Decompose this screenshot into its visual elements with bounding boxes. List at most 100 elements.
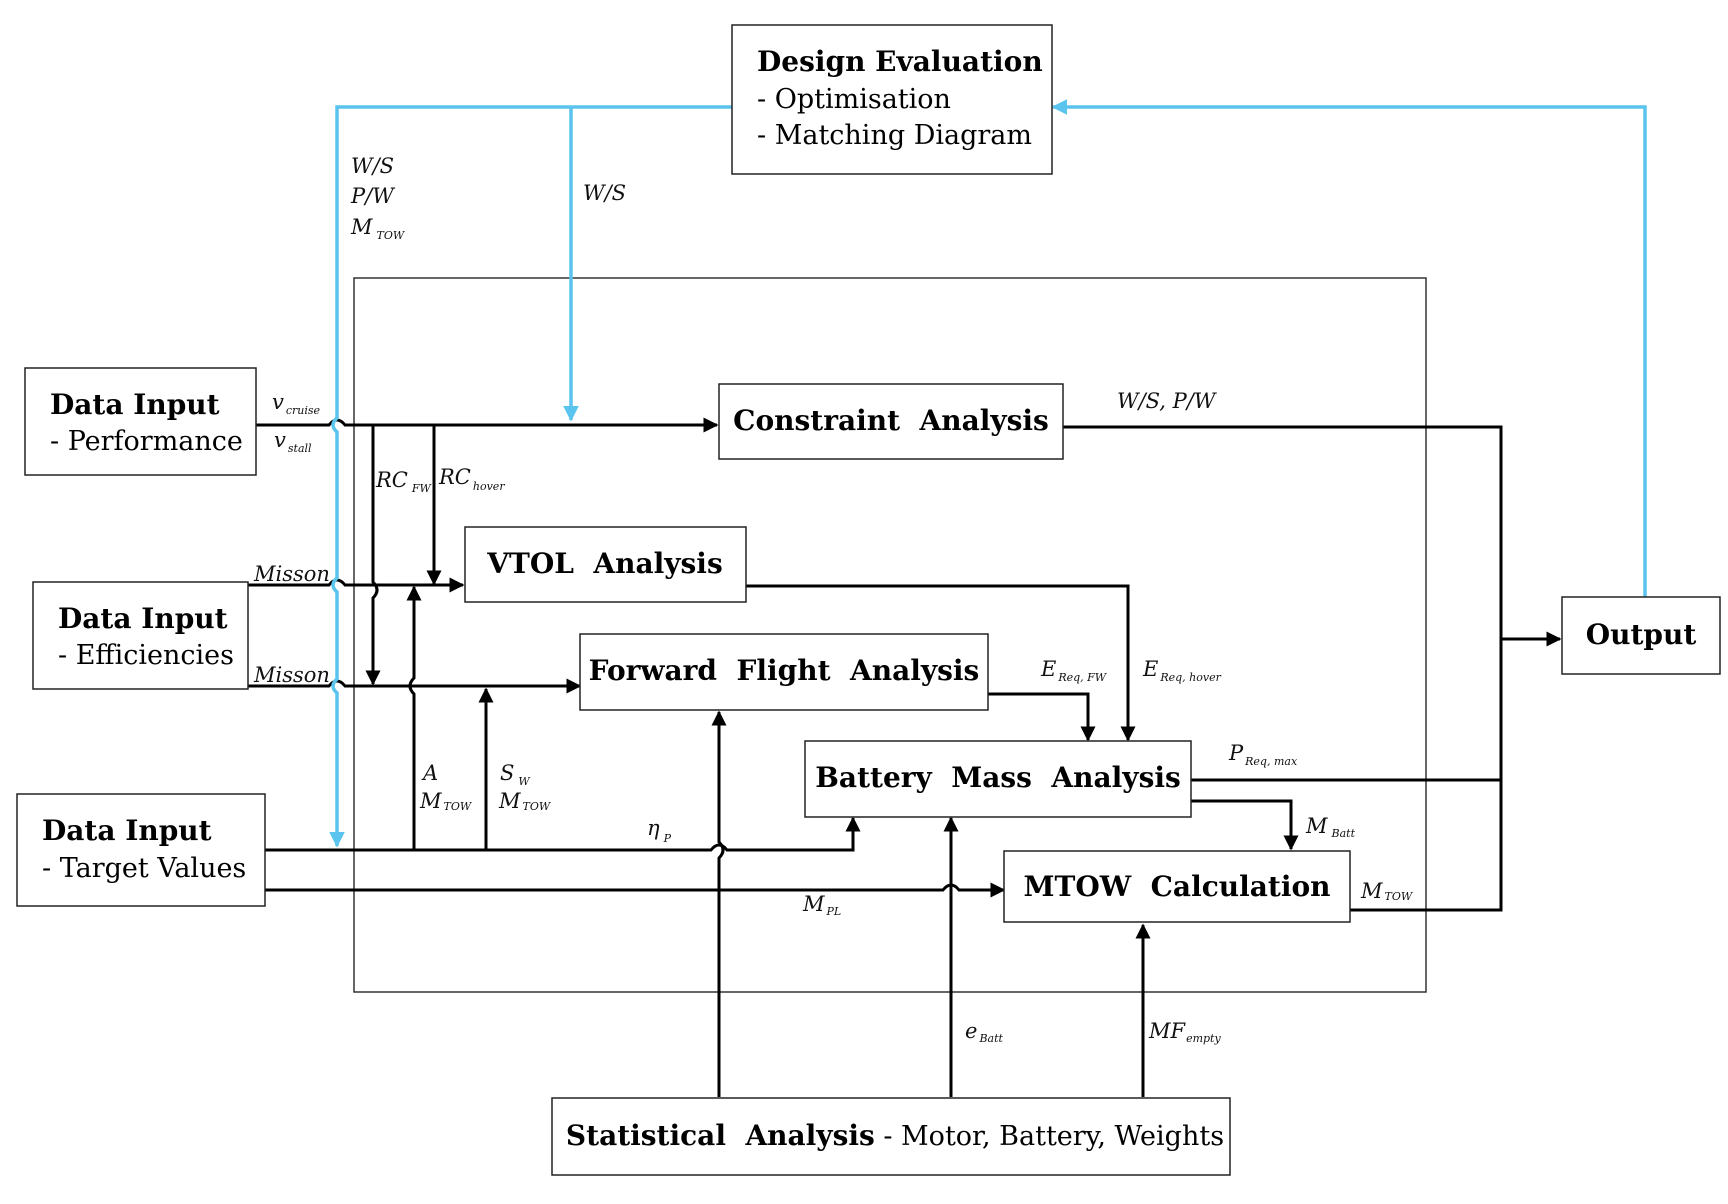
input-target-title: Data Input xyxy=(42,814,212,847)
label-s-m-sub: TOW xyxy=(523,800,552,813)
label-rc-fw-main: RC xyxy=(375,468,408,492)
vtol-analysis-block: VTOL Analysis xyxy=(464,526,747,603)
system-frame xyxy=(353,277,1427,993)
label-m-pl-sub: PL xyxy=(826,905,842,918)
statistical-text: Statistical Analysis - Motor, Battery, W… xyxy=(538,1119,1244,1152)
battery-title: Battery Mass Analysis xyxy=(815,761,1180,794)
label-a-m-main: M xyxy=(419,789,442,813)
statistical-analysis-block: Statistical Analysis - Motor, Battery, W… xyxy=(538,1097,1244,1176)
battery-mass-analysis-block: Battery Mass Analysis xyxy=(804,740,1192,818)
label-misson-2: Misson xyxy=(253,663,330,687)
label-fb-ws: W/S xyxy=(351,154,394,178)
connector-battery-mtow xyxy=(1191,799,1299,851)
label-v-cruise-sub: cruise xyxy=(286,404,321,417)
connector-perf-constraint xyxy=(256,417,719,433)
design-evaluation-block: Design Evaluation - Optimisation - Match… xyxy=(731,24,1053,175)
design-eval-title: Design Evaluation xyxy=(757,45,1043,78)
label-m-batt-sub: Batt xyxy=(1331,827,1356,840)
label-p-req-main: P xyxy=(1228,741,1244,765)
label-fb-ws2: W/S xyxy=(583,181,626,205)
label-e-hover-main: E xyxy=(1142,657,1158,681)
feedback-connectors xyxy=(329,99,1647,848)
label-rc-hover-sub: hover xyxy=(473,480,505,493)
input-eff-title: Data Input xyxy=(58,602,228,635)
label-eta-sub: P xyxy=(663,832,672,845)
label-s-sub: W xyxy=(518,775,531,788)
label-m-batt-main: M xyxy=(1305,814,1328,838)
statistical-title: Statistical Analysis xyxy=(566,1119,875,1152)
connector-vtol-battery xyxy=(746,584,1136,742)
label-p-req-sub: Req, max xyxy=(1244,755,1298,768)
forward-title: Forward Flight Analysis xyxy=(589,654,980,687)
constraint-analysis-block: Constraint Analysis xyxy=(718,383,1064,460)
feedback-output-design xyxy=(1051,99,1647,607)
output-block: Output xyxy=(1561,596,1721,675)
constraint-title: Constraint Analysis xyxy=(733,404,1049,437)
label-e-fw-sub: Req, FW xyxy=(1057,671,1107,684)
label-m-tow-out-sub: TOW xyxy=(1385,890,1414,903)
connector-rc-fw xyxy=(365,425,381,686)
input-eff-sub: - Efficiencies xyxy=(58,640,234,671)
label-s-m-main: M xyxy=(498,789,521,813)
label-rc-fw-sub: FW xyxy=(411,482,433,495)
connector-stat-forward xyxy=(711,710,727,1097)
label-m-tow-out-main: M xyxy=(1360,879,1383,903)
input-perf-sub: - Performance xyxy=(50,426,243,457)
label-v-stall-sub: stall xyxy=(288,442,312,455)
statistical-sub: - Motor, Battery, Weights xyxy=(875,1121,1224,1152)
mtow-title: MTOW Calculation xyxy=(1023,870,1330,903)
mtow-calculation-block: MTOW Calculation xyxy=(1003,850,1351,923)
connector-target-battery xyxy=(265,816,861,852)
data-input-target-block: Data Input - Target Values xyxy=(16,793,266,907)
label-fb-m-main: M xyxy=(350,215,373,239)
connector-target-mtow xyxy=(265,882,1006,898)
label-a: A xyxy=(421,761,438,785)
label-e-hover-sub: Req, hover xyxy=(1159,671,1221,684)
connector-forward-battery xyxy=(988,692,1096,742)
label-mf: MFempty xyxy=(1148,1019,1221,1045)
label-m-pl-main: M xyxy=(802,892,825,916)
label-v-cruise-main: v xyxy=(272,390,284,414)
label-fb-m: M TOW xyxy=(350,215,406,242)
design-eval-line1: - Optimisation xyxy=(757,84,951,115)
forward-flight-analysis-block: Forward Flight Analysis xyxy=(579,633,989,711)
label-ws-pw: W/S, P/W xyxy=(1117,389,1218,413)
label-mf-sub: empty xyxy=(1186,1032,1221,1045)
label-mf-main: MF xyxy=(1148,1019,1187,1043)
data-input-efficiencies-block: Data Input - Efficiencies xyxy=(32,581,249,690)
connector-a-mtow xyxy=(406,585,422,850)
data-input-performance-block: Data Input - Performance xyxy=(24,367,257,476)
connector-constraint-output xyxy=(1063,425,1503,912)
label-rc-hover-main: RC xyxy=(438,465,471,489)
label-e-fw-main: E xyxy=(1040,657,1056,681)
label-misson-1: Misson xyxy=(253,562,330,586)
label-fb-m-sub: TOW xyxy=(377,229,406,242)
output-title: Output xyxy=(1586,618,1697,651)
feedback-design-left xyxy=(329,105,732,848)
label-v-stall-main: v xyxy=(274,428,286,452)
label-a-m-sub: TOW xyxy=(444,800,473,813)
vtol-title: VTOL Analysis xyxy=(486,547,722,580)
input-perf-title: Data Input xyxy=(50,388,220,421)
input-target-sub: - Target Values xyxy=(42,853,246,884)
design-eval-line2: - Matching Diagram xyxy=(757,120,1032,151)
label-e-batt-sub: Batt xyxy=(978,1032,1003,1045)
label-s-main: S xyxy=(500,761,514,785)
